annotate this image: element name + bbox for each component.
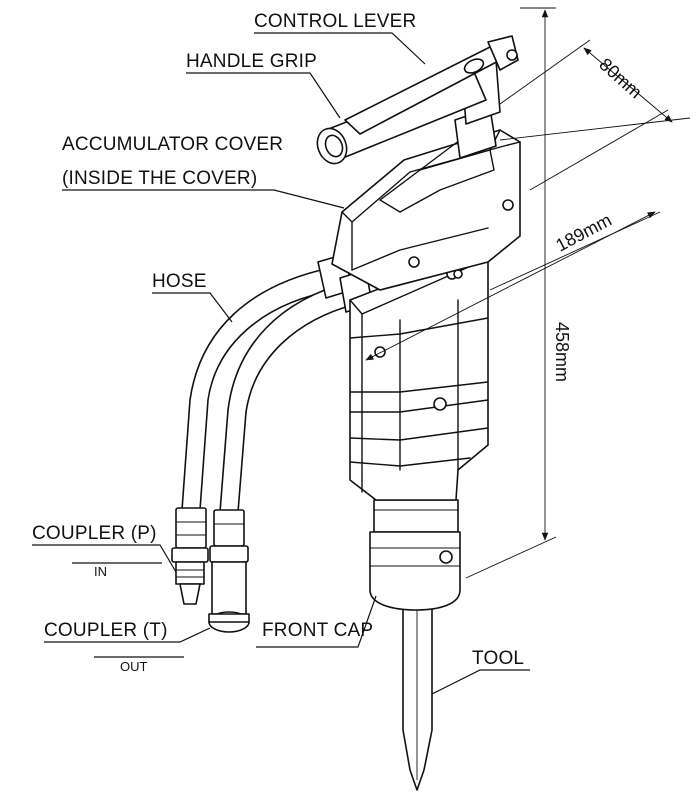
coupler-p xyxy=(171,507,209,605)
front-cap-leader xyxy=(256,595,377,648)
front-cap-label: FRONT CAP xyxy=(262,620,373,641)
hose-label: HOSE xyxy=(152,271,207,292)
handle-grip-label: HANDLE GRIP xyxy=(186,51,317,72)
coupler-p-label: COUPLER (P) xyxy=(32,523,157,544)
hose-leader xyxy=(152,292,233,323)
main-body xyxy=(349,249,489,501)
accumulator-cover-sublabel: (INSIDE THE COVER) xyxy=(62,168,257,189)
coupler-t-label: COUPLER (T) xyxy=(44,620,168,641)
tool-bit xyxy=(402,594,433,791)
accumulator-cover-label: ACCUMULATOR COVER xyxy=(62,134,283,155)
tool-label: TOOL xyxy=(472,648,524,669)
accumulator-cover-leader xyxy=(62,189,345,209)
coupler-t xyxy=(208,509,250,633)
dimension-80mm xyxy=(499,39,691,141)
front-cap xyxy=(369,499,461,611)
tool-leader xyxy=(431,669,530,695)
accumulator-cover xyxy=(331,129,521,291)
dimension-80mm-label: 80mm xyxy=(595,54,646,102)
dimension-189mm xyxy=(365,109,669,361)
handle-grip-leader xyxy=(186,72,341,119)
coupler-t-leader xyxy=(44,627,211,643)
coupler-p-leader xyxy=(32,544,177,573)
control-lever-label: CONTROL LEVER xyxy=(254,11,416,32)
coupler-p-in-label: IN xyxy=(94,564,107,579)
coupler-t-out-label: OUT xyxy=(120,659,148,674)
dimension-458mm-label: 458mm xyxy=(552,322,572,382)
leader-lines xyxy=(32,32,530,695)
dimension-458mm xyxy=(465,7,557,579)
handle-assembly xyxy=(316,35,519,165)
control-lever-leader xyxy=(254,32,426,65)
